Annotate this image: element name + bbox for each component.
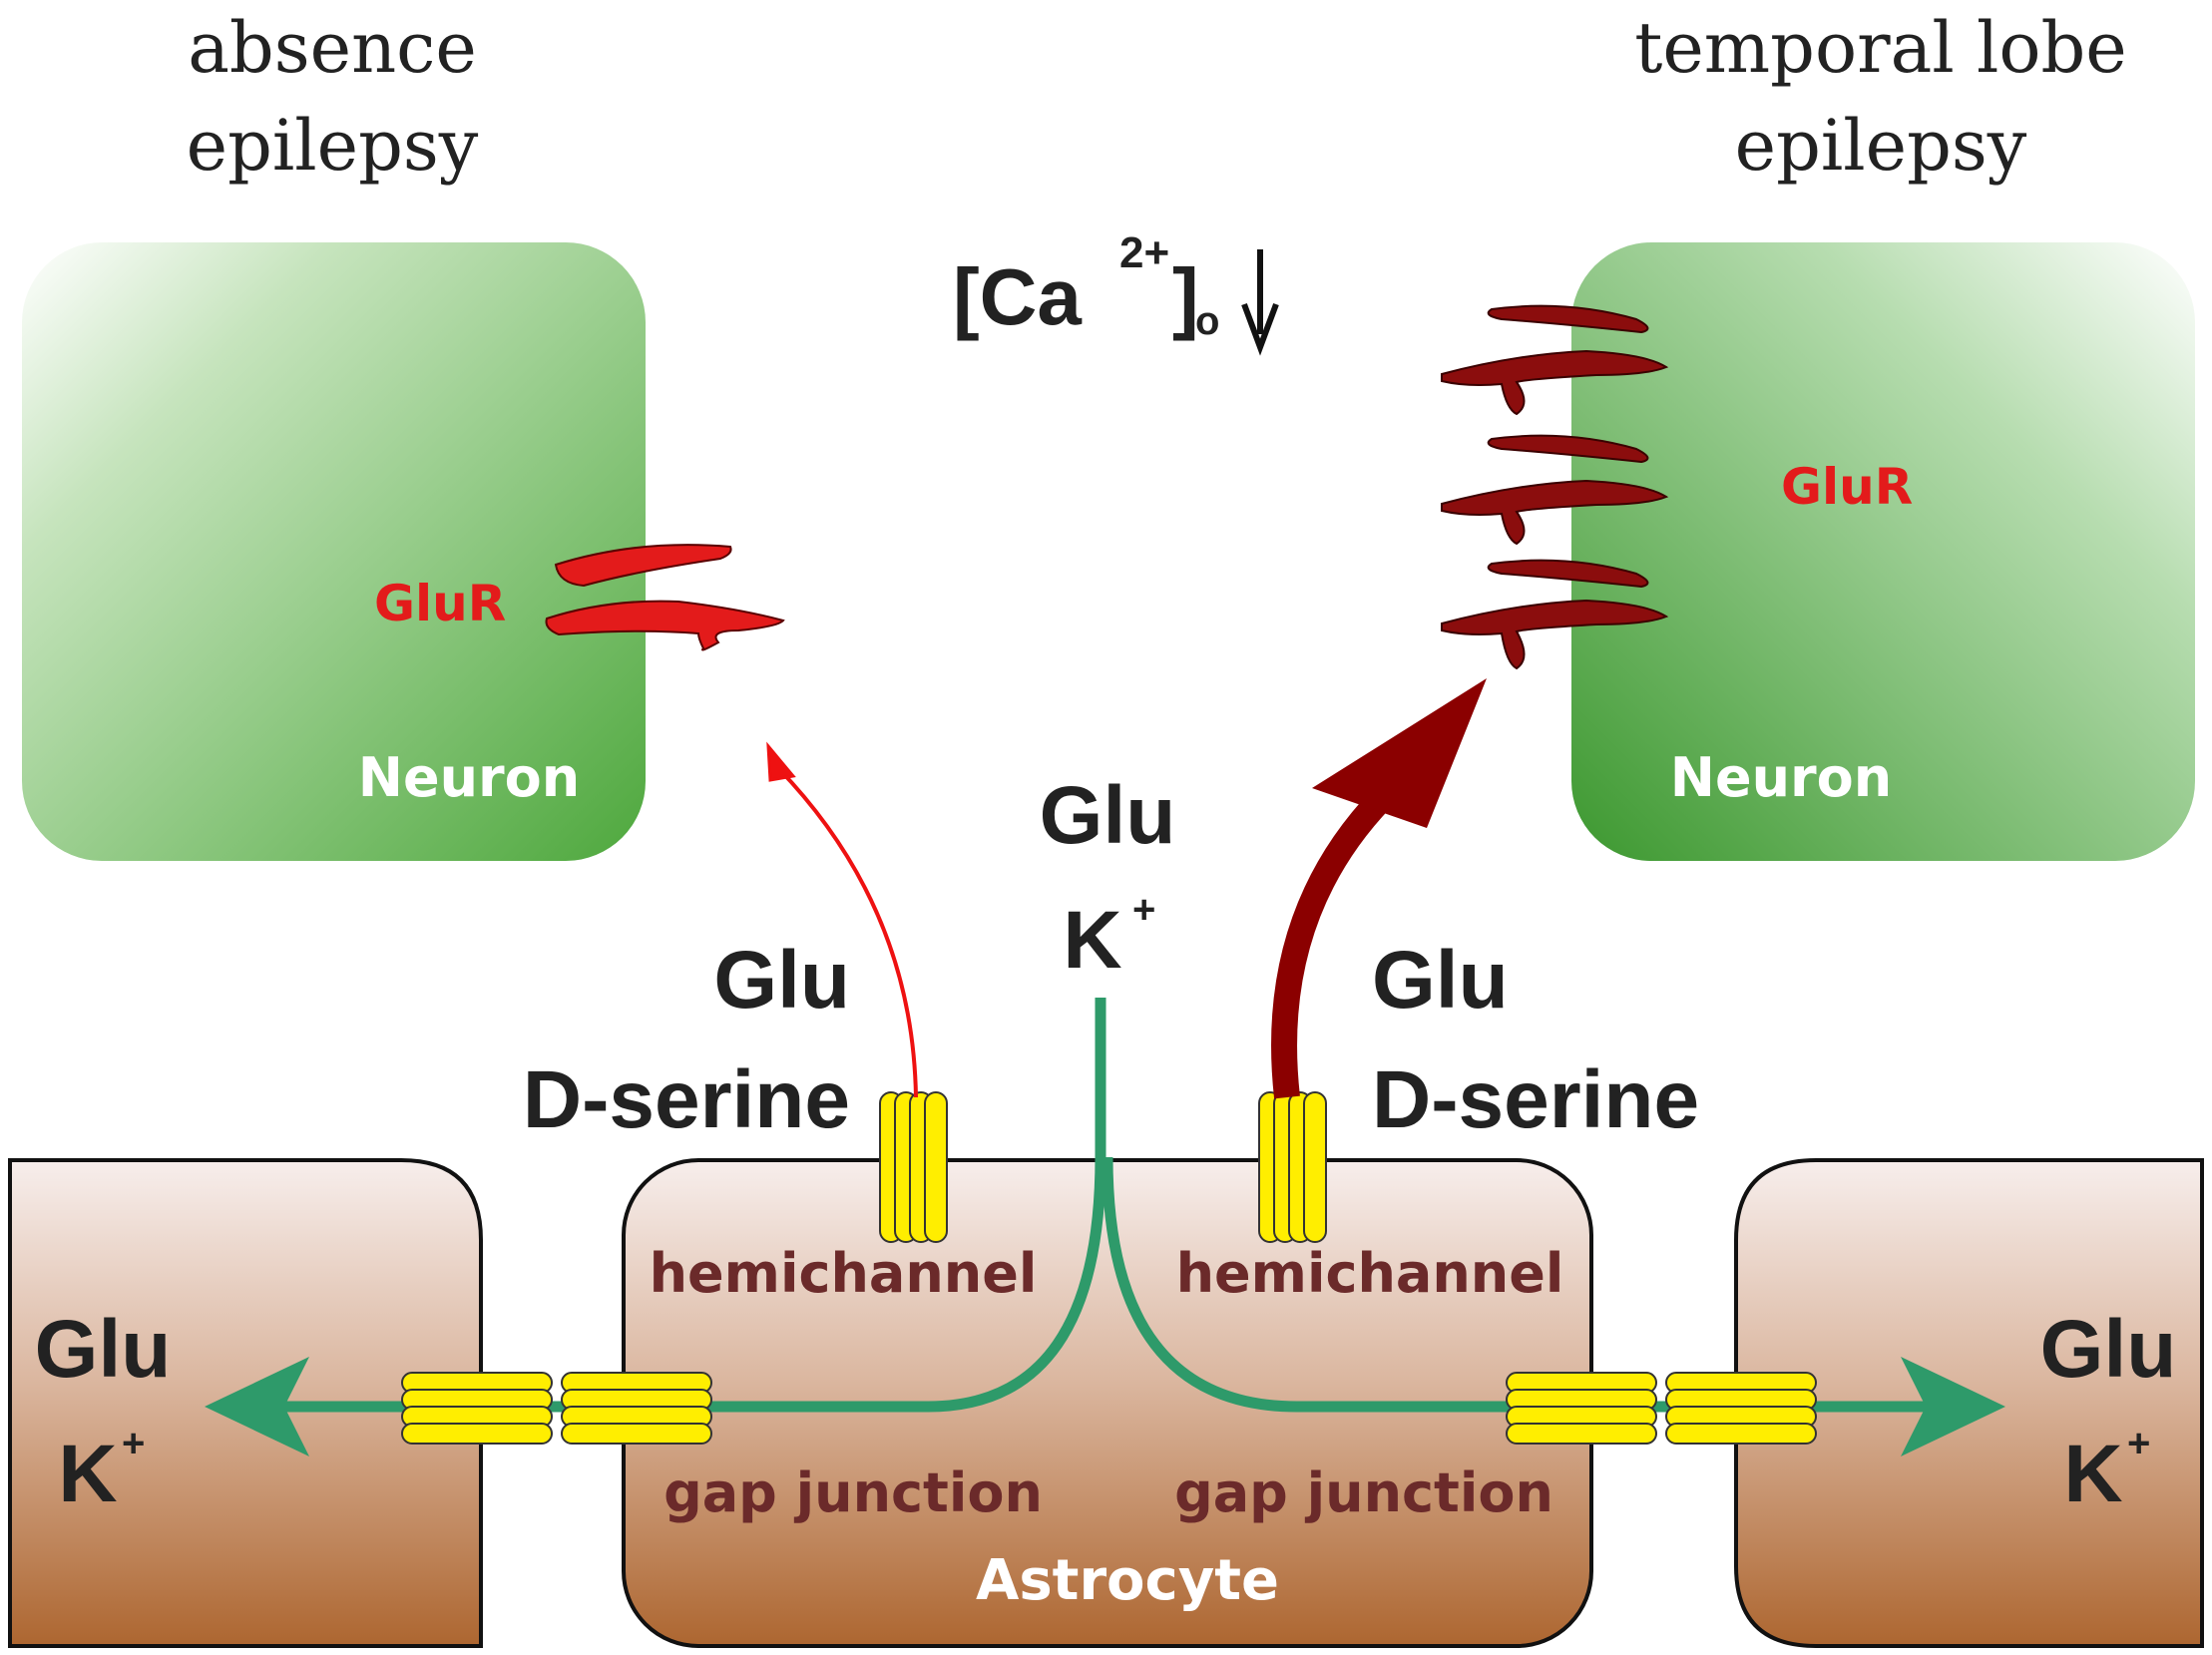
title-left-line1: absence: [188, 7, 477, 89]
neuron-right: Neuron: [1571, 242, 2195, 861]
title-temporal-lobe-epilepsy: temporal lobe epilepsy: [1634, 7, 2127, 187]
neighbor-left-k: K: [58, 1429, 117, 1519]
arrow-thin-red-icon: [766, 741, 918, 1098]
calcium-decrease-label: [Ca 2+ ] o: [953, 228, 1279, 356]
gap-junction-right-channels: [1506, 1372, 1817, 1445]
release-right-label: Glu D-serine: [1372, 935, 1699, 1145]
release-right-dserine: D-serine: [1372, 1054, 1699, 1145]
title-right-line1: temporal lobe: [1634, 7, 2127, 89]
gluR-right-receptor-6: [1441, 599, 1669, 670]
neuron-right-body: [1571, 242, 2195, 861]
calcium-superscript: 2+: [1119, 228, 1169, 277]
neuron-left-label: Neuron: [358, 746, 580, 809]
arrowhead-left-icon: [205, 1357, 309, 1456]
hemichannel-left-label: hemichannel: [650, 1242, 1038, 1305]
gluR-right: GluR: [1441, 304, 1913, 670]
path-right: [1102, 1156, 1946, 1413]
arrow-down-icon: [1241, 249, 1279, 356]
neighbor-right-k: K: [2063, 1429, 2122, 1519]
gluR-left: GluR: [374, 544, 785, 651]
hemichannel-left-channel: [879, 1091, 948, 1243]
neuron-left: Neuron: [22, 242, 646, 861]
title-left-line2: epilepsy: [187, 105, 479, 187]
calcium-bracket-close: ]: [1172, 252, 1199, 341]
title-absence-epilepsy: absence epilepsy: [187, 7, 479, 187]
gluR-right-label: GluR: [1781, 458, 1913, 516]
hemichannel-right-label: hemichannel: [1176, 1242, 1564, 1305]
path-left: [259, 998, 1106, 1413]
neighbor-left-k-sup: +: [122, 1422, 145, 1465]
release-center-k: K: [1063, 895, 1121, 986]
title-right-line2: epilepsy: [1735, 105, 2027, 187]
release-left-glu: Glu: [713, 935, 850, 1026]
gluR-right-receptor-4: [1441, 479, 1669, 546]
neighbor-right-glu: Glu: [2040, 1304, 2177, 1395]
gap-junction-left-label: gap junction: [664, 1461, 1043, 1524]
gap-junction-left-channels: [401, 1372, 712, 1445]
gluR-left-receptor-2: [545, 600, 785, 651]
arrowhead-right-icon: [1901, 1357, 2005, 1456]
arrow-thick-darkred-icon: [1271, 678, 1487, 1099]
gluR-right-receptor-3: [1487, 434, 1649, 464]
release-center-label: Glu K +: [1040, 770, 1176, 986]
release-right-glu: Glu: [1372, 935, 1509, 1026]
calcium-subscript: o: [1195, 299, 1219, 343]
gluR-right-receptor-1: [1487, 304, 1649, 334]
neuron-right-label: Neuron: [1670, 746, 1892, 809]
neighbor-left-glu: Glu: [35, 1304, 172, 1395]
neighbor-right-k-sup: +: [2127, 1422, 2150, 1465]
neighbor-left-label: Glu K +: [35, 1304, 172, 1519]
hemichannel-right-channel: [1258, 1091, 1327, 1243]
gluR-right-receptor-5: [1487, 559, 1649, 589]
gap-junction-right-label: gap junction: [1174, 1461, 1553, 1524]
gluR-right-receptor-2: [1441, 349, 1669, 416]
gluR-left-receptor-1: [554, 544, 732, 588]
glu-k-diffusion-path: [259, 998, 1946, 1413]
release-left-label: Glu D-serine: [523, 935, 850, 1145]
release-left-dserine: D-serine: [523, 1054, 850, 1145]
neighbor-right-label: Glu K +: [2040, 1304, 2177, 1519]
astrocyte-label: Astrocyte: [976, 1548, 1279, 1613]
calcium-bracket-open: [Ca: [953, 252, 1082, 341]
astrocyte-center: Astrocyte hemichannel hemichannel gap ju…: [622, 1158, 1593, 1648]
release-center-k-sup: +: [1132, 888, 1155, 932]
gluR-left-label: GluR: [374, 575, 506, 632]
neuron-left-body: [22, 242, 646, 861]
release-center-glu: Glu: [1040, 770, 1176, 861]
